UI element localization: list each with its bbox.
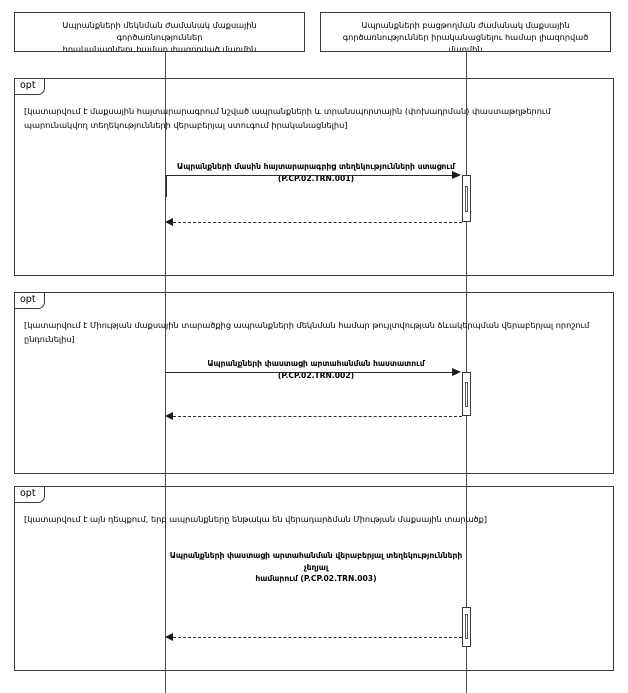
message-1-code: (P.CP.02.TRN.001) — [277, 173, 355, 183]
message-1-call-arrowhead — [452, 170, 461, 179]
message-1-origin-bracket — [166, 175, 180, 197]
lifeline-right-segment-fragment-3 — [466, 486, 467, 671]
message-2-call-arrowhead — [452, 367, 461, 376]
fragment-1-guard-condition: [կատարվում է մաքսային հայտարարագրում նշվ… — [24, 106, 551, 130]
lifeline-left-segment-fragment-3 — [165, 486, 166, 671]
message-1-label: Ապրանքների մասին հայտարարագրից տեղեկությ… — [168, 161, 464, 184]
message-1-call-line — [180, 175, 453, 176]
opt-fragment-2[interactable]: opt [կատարվում է Միության մաքսային տարած… — [14, 292, 614, 474]
message-2-label: Ապրանքների փաստացի արտահանման հաստատում … — [168, 358, 464, 381]
message-2-return-arrowhead — [165, 412, 173, 420]
message-2-return-line — [173, 416, 462, 417]
opt-fragment-3[interactable]: opt [կատարվում է այն դեպքում, երբ ապրանք… — [14, 486, 614, 671]
message-2-call-line — [166, 372, 453, 373]
lifeline-left-segment-gap-2 — [165, 474, 166, 486]
message-3-activation-bar-inner — [465, 614, 468, 639]
participant-release-customs-authority[interactable]: Ապրանքների բացթողման ժամանակ մաքսային գո… — [320, 12, 611, 52]
lifeline-left-segment-fragment-1 — [165, 78, 166, 276]
fragment-3-operator-tag: opt — [14, 486, 45, 503]
message-1-return-arrowhead — [165, 218, 173, 226]
fragment-2-operator-tag: opt — [14, 292, 45, 309]
opt-fragment-1[interactable]: opt [կատարվում է մաքսային հայտարարագրում… — [14, 78, 614, 276]
message-1-activation-bar-inner — [465, 186, 468, 212]
lifeline-right-segment-gap-1 — [466, 276, 467, 292]
lifeline-left-segment-head — [165, 52, 166, 78]
message-1-label-text: Ապրանքների մասին հայտարարագրից տեղեկությ… — [177, 162, 455, 171]
participant-right-label-line-2: գործառնություններ իրականացնելու համար լի… — [342, 32, 589, 42]
message-2-code: (P.CP.02.TRN.002) — [277, 370, 355, 380]
lifeline-left-segment-tail — [165, 671, 166, 693]
participant-departure-customs-authority[interactable]: Ապրանքների մեկնման ժամանակ մաքսային գործ… — [14, 12, 305, 52]
fragment-1-operator-tag: opt — [14, 78, 45, 95]
lifeline-right-segment-head — [466, 52, 467, 78]
message-3-label-text: Ապրանքների փաստացի արտահանման վերաբերյալ… — [169, 551, 463, 572]
fragment-3-guard-condition: [կատարվում է այն դեպքում, երբ ապրանքները… — [24, 514, 488, 524]
message-2-activation-bar-inner — [465, 382, 468, 407]
lifeline-right-segment-tail — [466, 671, 467, 693]
message-3-return-arrowhead — [165, 633, 173, 641]
message-3-code: համարում (P.CP.02.TRN.003) — [255, 574, 377, 583]
lifeline-left-segment-fragment-2 — [165, 292, 166, 474]
message-3-label: Ապրանքների փաստացի արտահանման վերաբերյալ… — [160, 550, 472, 585]
lifeline-left-segment-gap-1 — [165, 276, 166, 292]
message-2-label-text: Ապրանքների փաստացի արտահանման հաստատում — [207, 359, 425, 368]
fragment-2-guard-condition: [կատարվում է Միության մաքսային տարածքից … — [24, 320, 590, 344]
participant-left-label-line-2: իրականացնելու համար լիազորված մարմին — [62, 44, 257, 52]
participant-right-label-line-1: Ապրանքների բացթողման ժամանակ մաքսային — [361, 20, 570, 30]
message-3-return-line — [173, 637, 462, 638]
message-1-return-line — [173, 222, 462, 223]
participant-left-label-line-1: Ապրանքների մեկնման ժամանակ մաքսային գործ… — [62, 20, 257, 42]
participant-right-label-line-3: մարմին — [448, 44, 483, 52]
lifeline-right-segment-gap-2 — [466, 474, 467, 486]
